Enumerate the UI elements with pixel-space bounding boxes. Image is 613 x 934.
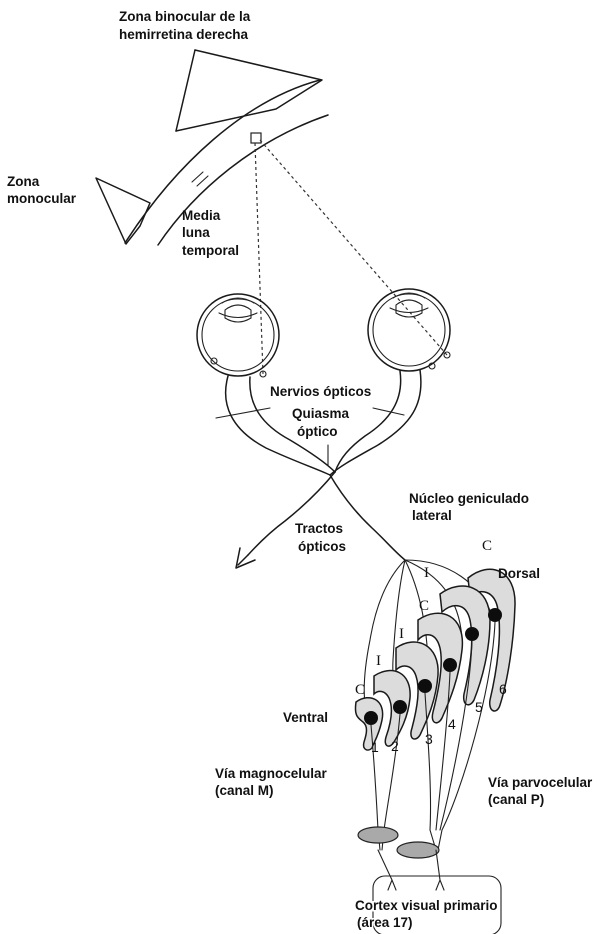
left-eye	[197, 294, 279, 377]
magnocellular-oval	[358, 827, 398, 843]
dorsal-label: Dorsal	[498, 566, 540, 581]
lgn-label-line-1: Núcleo geniculado	[409, 491, 529, 506]
cortex-label-line-2: (área 17)	[357, 915, 413, 930]
visual-field-arc	[125, 80, 328, 245]
optic-tracts-label-line-1: Tractos	[295, 521, 343, 536]
monocular-zone-label-line-1: Zona	[7, 174, 40, 189]
layer-mark-i-top: I	[424, 565, 429, 581]
binocular-point-marker	[251, 133, 261, 143]
layer-mark-i-low: I	[376, 653, 381, 669]
layer-mark-i-mid: I	[399, 626, 404, 642]
cell-layer-2	[393, 700, 407, 714]
cell-layer-1	[364, 711, 378, 725]
magnocellular-label-line-2: (canal M)	[215, 783, 274, 798]
layer-number-2: 2	[391, 738, 399, 754]
optic-tracts-label-line-2: ópticos	[298, 539, 346, 554]
cell-layer-5	[465, 627, 479, 641]
projection-line-right	[260, 140, 447, 355]
parvocellular-label-line-2: (canal P)	[488, 792, 544, 807]
monocular-zone-wedge	[96, 178, 150, 244]
optic-chiasm-label-line-1: Quiasma	[292, 406, 350, 421]
layer-number-4: 4	[448, 716, 456, 732]
temporal-crescent-label-line-1: Media	[182, 208, 221, 223]
cell-layer-3	[418, 679, 432, 693]
cell-layer-6	[488, 608, 502, 622]
layer-number-1: 1	[371, 739, 379, 755]
ventral-label: Ventral	[283, 710, 328, 725]
cell-layer-4	[443, 658, 457, 672]
binocular-zone-label-line-1: Zona binocular de la	[119, 9, 251, 24]
layer-number-3: 3	[425, 731, 433, 747]
monocular-zone-label-line-2: monocular	[7, 191, 77, 206]
optic-nerves-label: Nervios ópticos	[270, 384, 371, 399]
optic-chiasm-label-line-2: óptico	[297, 424, 338, 439]
parvocellular-oval	[397, 842, 439, 858]
cortex-label-line-1: Cortex visual primario	[355, 898, 498, 913]
layer-mark-c-low: C	[355, 682, 365, 698]
binocular-zone-wedge	[176, 50, 322, 131]
layer-mark-c-mid: C	[419, 598, 429, 614]
layer-number-6: 6	[499, 681, 507, 697]
projection-line-left	[255, 143, 263, 374]
right-eye	[368, 289, 450, 371]
layer-number-5: 5	[475, 699, 483, 715]
lgn-label-line-2: lateral	[412, 508, 452, 523]
layer-mark-c-top: C	[482, 538, 492, 554]
magnocellular-label-line-1: Vía magnocelular	[215, 766, 328, 781]
parvocellular-label-line-1: Vía parvocelular	[488, 775, 593, 790]
binocular-zone-label-line-2: hemirretina derecha	[119, 27, 249, 42]
temporal-crescent-label-line-2: luna	[182, 225, 210, 240]
temporal-crescent-label-line-3: temporal	[182, 243, 239, 258]
